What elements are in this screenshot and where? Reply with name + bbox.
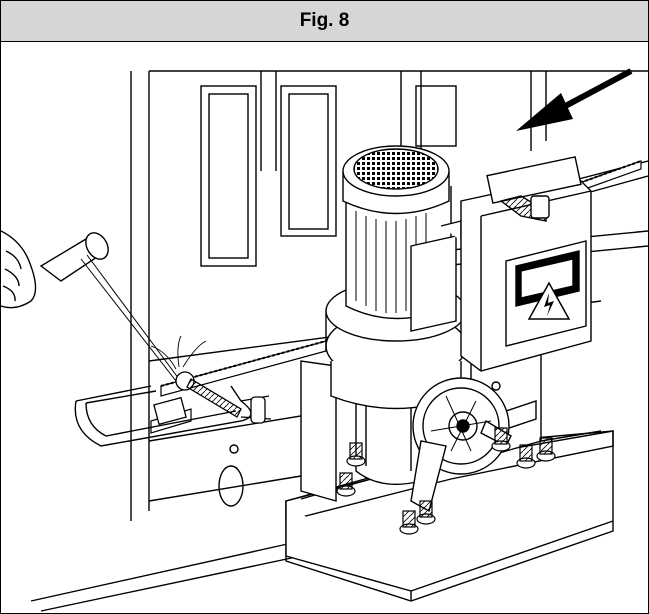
hand-with-lever bbox=[1, 230, 180, 382]
figure-title: Fig. 8 bbox=[299, 10, 350, 31]
control-box bbox=[460, 156, 592, 372]
base-bolts bbox=[336, 427, 556, 535]
figure-header: Fig. 8 bbox=[1, 1, 648, 42]
motor bbox=[325, 145, 467, 486]
arrow-icon bbox=[516, 68, 633, 131]
gate-motor-illustration bbox=[1, 68, 648, 612]
release-key bbox=[150, 335, 272, 426]
handle-frame bbox=[74, 385, 252, 447]
electrical-hazard-icon bbox=[527, 281, 571, 320]
